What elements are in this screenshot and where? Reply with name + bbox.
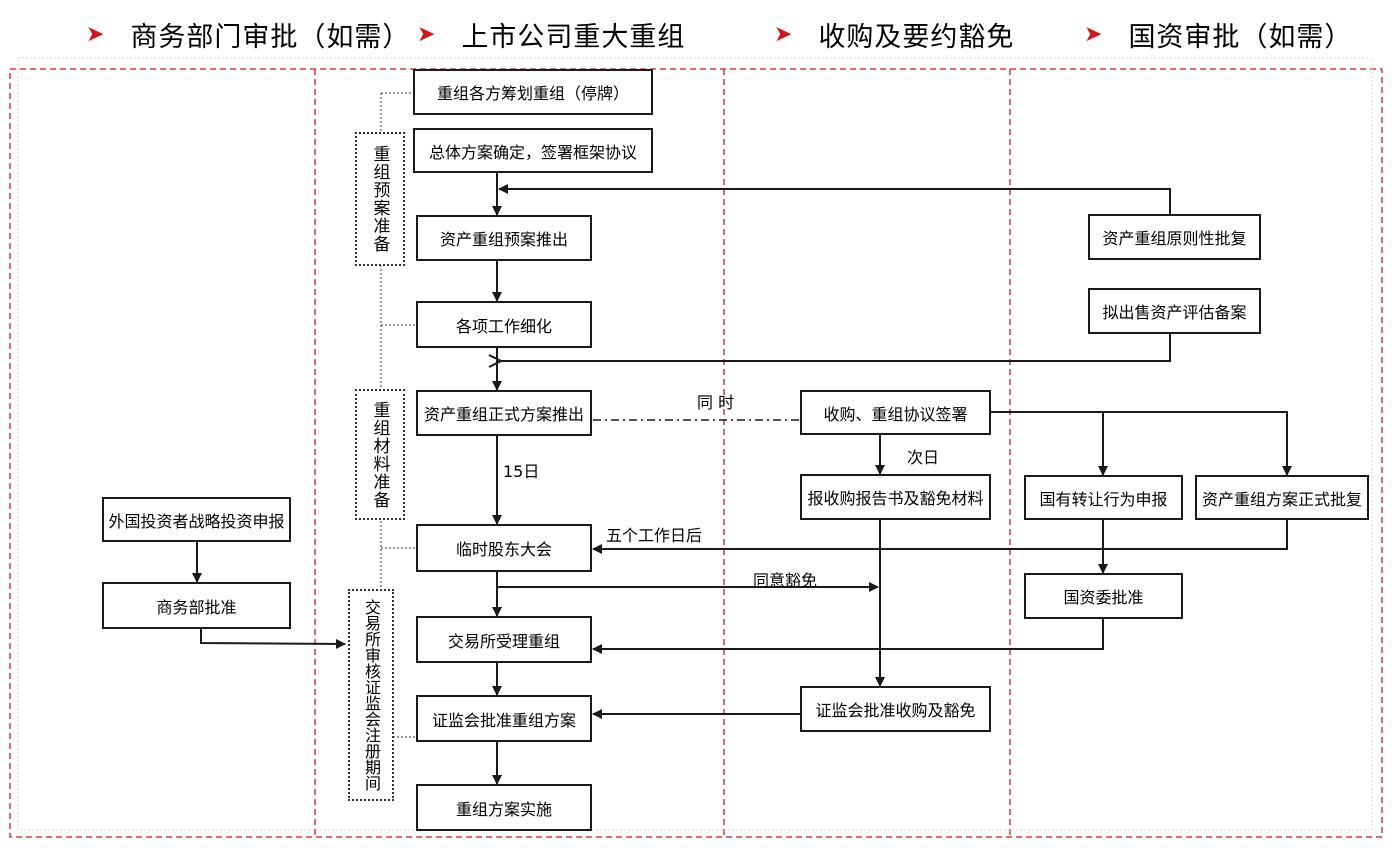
node-framework: 总体方案确定，签署框架协议 [413, 128, 653, 173]
header-arrow-icon: ➤ [1084, 21, 1103, 47]
label-next-day: 次日 [907, 448, 940, 467]
node-mofcom-approve: 商务部批准 [102, 582, 291, 629]
node-prelim-plan: 资产重组预案推出 [416, 215, 592, 261]
node-asset-eval: 拟出售资产评估备案 [1088, 288, 1261, 334]
header-arrow-icon: ➤ [86, 21, 105, 47]
header-listed-company: ➤ 上市公司重大重组 [417, 14, 685, 54]
edge-acq-transfer [991, 411, 1108, 476]
edge-asset-eval [501, 334, 1171, 361]
phase-material: 重组材料准备 [355, 389, 405, 520]
node-exchange-accept: 交易所受理重组 [416, 616, 592, 663]
node-state-transfer: 国有转让行为申报 [1024, 475, 1183, 520]
node-sasac-principle: 资产重组原则性批复 [1088, 214, 1261, 260]
node-egm: 临时股东大会 [416, 524, 592, 572]
lane-frame [9, 68, 1383, 838]
node-sasac-approve: 国资委批准 [1024, 573, 1183, 619]
node-work-detail: 各项工作细化 [416, 301, 592, 348]
edge-mofcom-review [200, 629, 346, 649]
label-15-days: 15日 [503, 462, 540, 481]
label-five-days: 五个工作日后 [606, 526, 703, 545]
header-acquisition-title: 收购及要约豁免 [818, 21, 1015, 53]
header-listed-company-title: 上市公司重大重组 [461, 21, 686, 53]
node-foreign-invest: 外国投资者战略投资申报 [102, 497, 291, 542]
header-sasac-title: 国资审批（如需） [1128, 21, 1353, 53]
header-mofcom-title: 商务部门审批（如需） [130, 21, 411, 53]
header-arrow-icon: ➤ [774, 21, 793, 47]
header-sasac: ➤ 国资审批（如需） [1084, 14, 1352, 54]
label-simultaneous: 同 时 [697, 393, 735, 412]
node-report-exempt: 报收购报告书及豁免材料 [800, 474, 991, 520]
node-csrc-approve-acq: 证监会批准收购及豁免 [800, 686, 991, 732]
phase-review: 交易所审核证监会注册期间 [348, 589, 394, 801]
edge-acq-formal-approval [1103, 411, 1292, 476]
node-acq-agreement: 收购、重组协议签署 [800, 390, 991, 435]
header-arrow-icon: ➤ [417, 21, 436, 47]
node-csrc-approve-plan: 证监会批准重组方案 [416, 695, 592, 742]
phase-prep: 重组预案准备 [355, 132, 405, 266]
node-formal-approval: 资产重组方案正式批复 [1195, 475, 1369, 520]
edge-sasac-principle [498, 184, 1171, 214]
edge-sasac-exchange [592, 619, 1104, 654]
node-plan-start: 重组各方筹划重组（停牌） [413, 69, 653, 115]
header-acquisition: ➤ 收购及要约豁免 [774, 14, 1014, 54]
edge-formal-approval-egm [592, 520, 1288, 554]
node-implement: 重组方案实施 [416, 784, 592, 831]
node-formal-plan: 资产重组正式方案推出 [416, 390, 592, 436]
label-agree-exempt: 同意豁免 [753, 571, 818, 590]
header-mofcom: ➤ 商务部门审批（如需） [86, 14, 410, 54]
